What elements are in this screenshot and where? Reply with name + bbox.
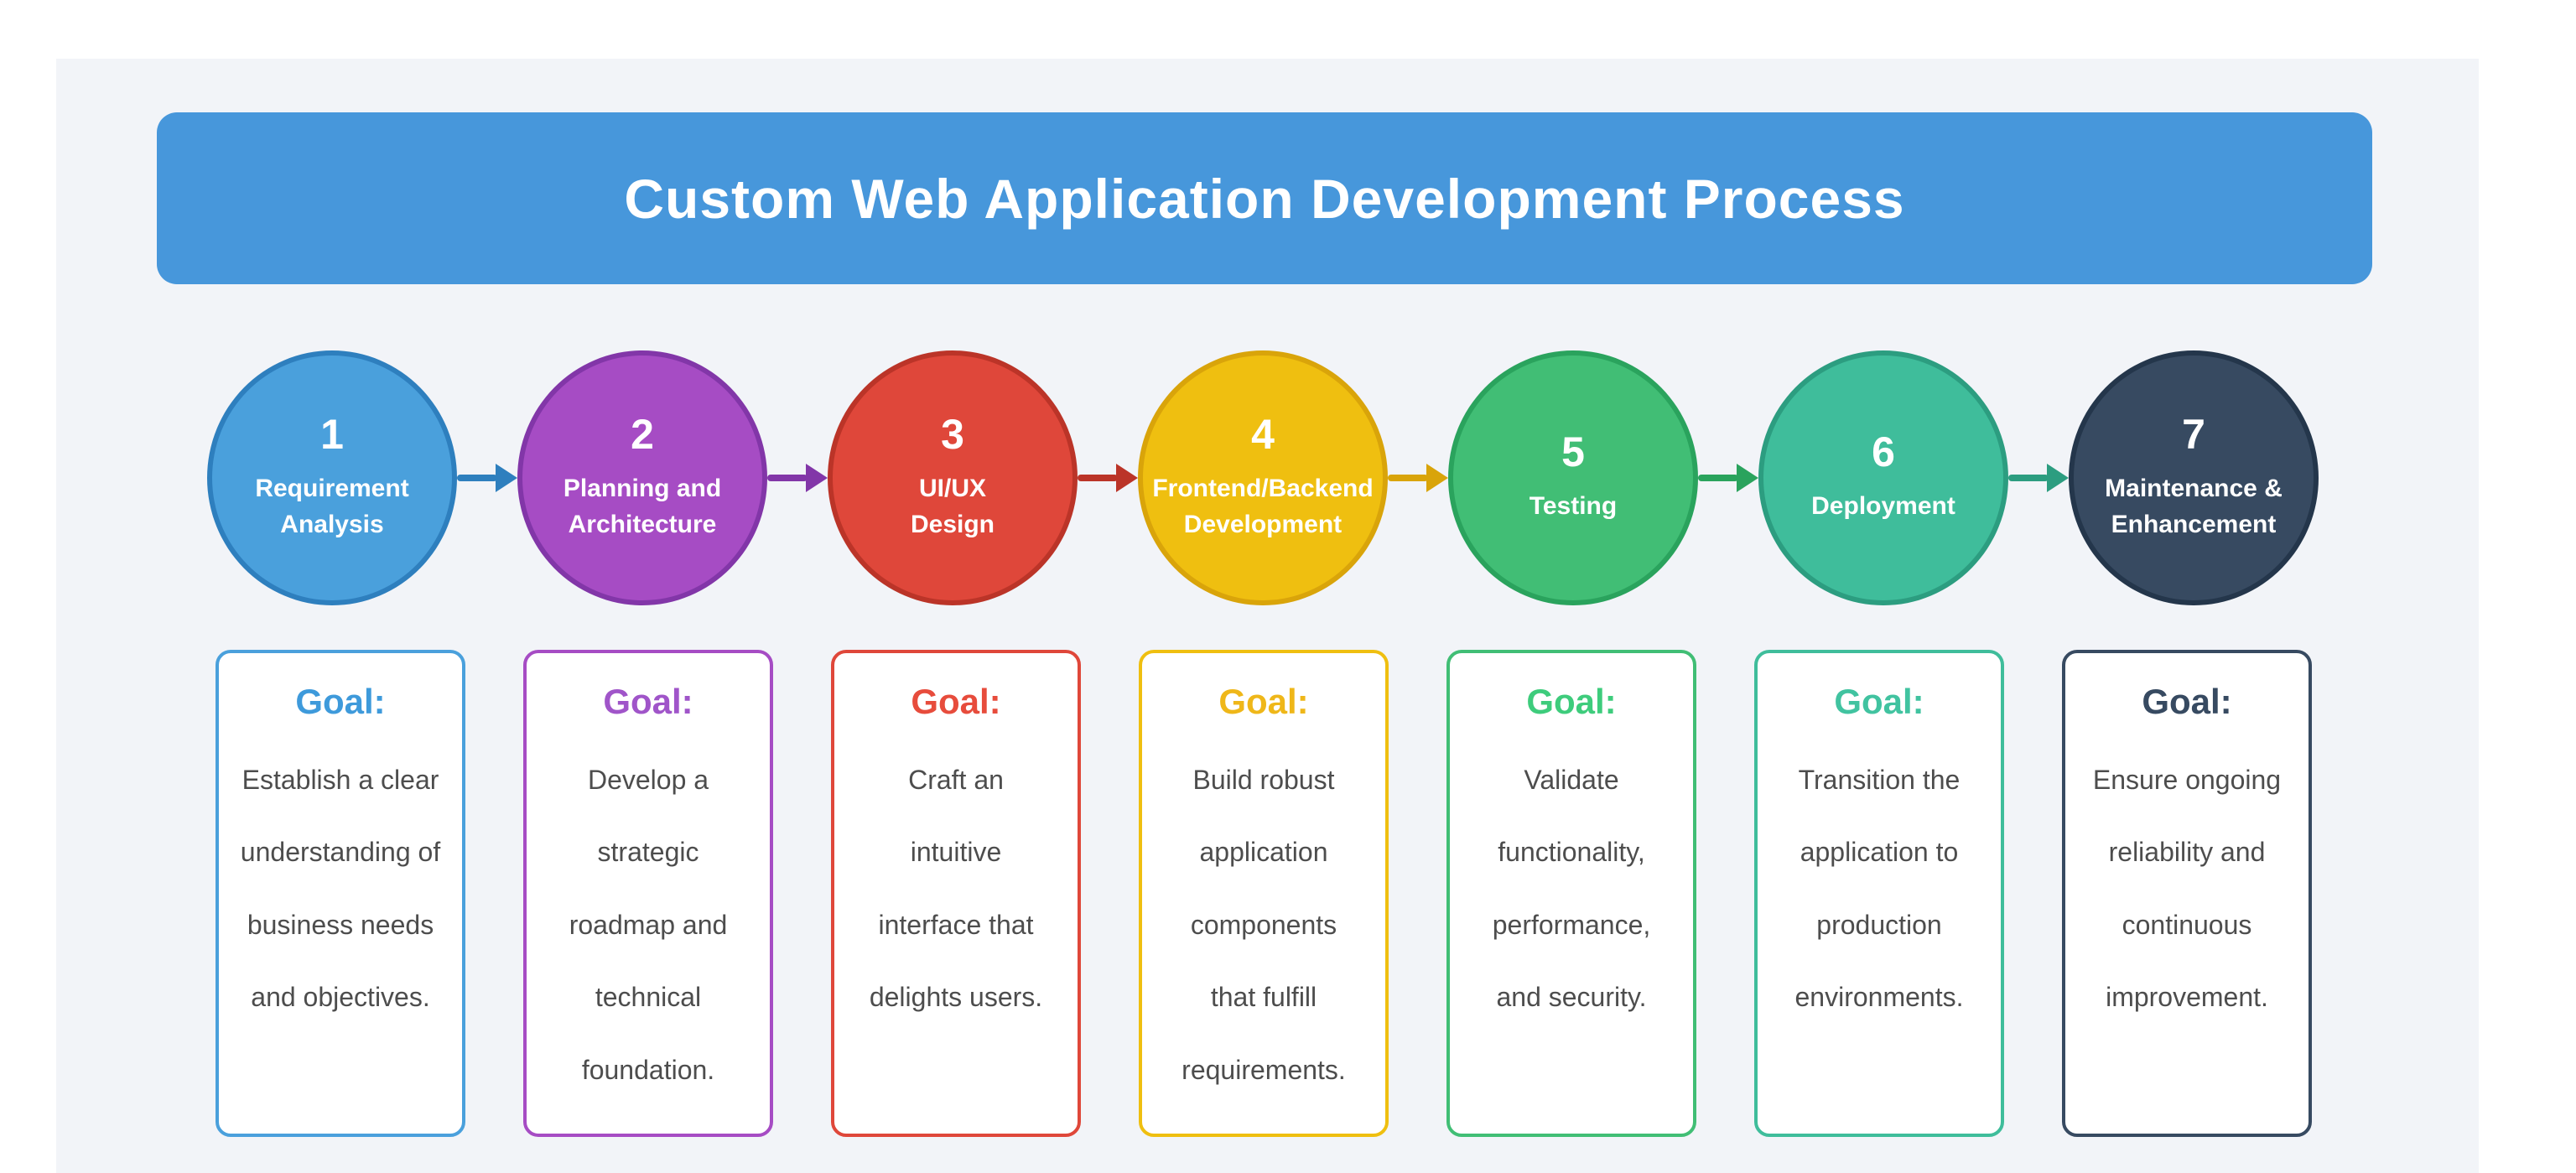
goal-card-3: Goal: Craft an intuitive interface that d… — [831, 650, 1081, 1137]
step-number: 2 — [631, 410, 654, 458]
arrow-right-icon — [457, 464, 517, 492]
goal-text: Develop a strategic roadmap and technica… — [569, 765, 728, 1085]
step-label: Testing — [1529, 492, 1618, 521]
goal-text: Validate functionality, performance, and… — [1492, 765, 1651, 1013]
goal-text: Establish a clear understanding of busin… — [240, 765, 441, 1013]
step-label: Deployment — [1811, 492, 1955, 521]
goal-card-2: Goal: Develop a strategic roadmap and tec… — [523, 650, 773, 1137]
arrow-right-icon — [767, 464, 828, 492]
goal-heading: Goal: — [2142, 682, 2232, 721]
step-label: Planning and Architecture — [563, 474, 722, 539]
goal-card-4: Goal: Build robust application components… — [1139, 650, 1389, 1137]
goal-text: Craft an intuitive interface that deligh… — [869, 765, 1043, 1013]
step-number: 4 — [1251, 410, 1275, 458]
goal-heading: Goal: — [1526, 682, 1617, 721]
goal-heading: Goal: — [603, 682, 693, 721]
goal-cards-row: Goal: Establish a clear understanding of … — [216, 650, 2312, 1137]
step-label: UI/UX Design — [910, 474, 995, 539]
step-label: Maintenance & Enhancement — [2105, 474, 2283, 539]
goal-card-1: Goal: Establish a clear understanding of … — [216, 650, 465, 1137]
step-number: 5 — [1561, 428, 1585, 476]
goal-card-7: Goal: Ensure ongoing reliability and cont… — [2062, 650, 2312, 1137]
step-number: 3 — [941, 410, 964, 458]
arrow-right-icon — [1078, 464, 1138, 492]
arrow-right-icon — [1388, 464, 1448, 492]
step-number: 7 — [2182, 410, 2205, 458]
goal-text: Ensure ongoing reliability and continuou… — [2092, 765, 2282, 1013]
step-number: 1 — [320, 410, 344, 458]
goal-text: Transition the application to production… — [1794, 765, 1964, 1013]
step-label: Requirement Analysis — [255, 474, 409, 539]
title-banner: Custom Web Application Development Proce… — [157, 112, 2372, 284]
goal-card-6: Goal: Transition the application to produ… — [1754, 650, 2004, 1137]
diagram-panel: Custom Web Application Development Proce… — [56, 59, 2479, 1173]
arrow-right-icon — [2008, 464, 2069, 492]
goal-heading: Goal: — [1834, 682, 1924, 721]
page-title: Custom Web Application Development Proce… — [624, 167, 1905, 230]
arrow-right-icon — [1698, 464, 1758, 492]
step-label: Frontend/Backend Development — [1152, 474, 1374, 539]
goal-card-5: Goal: Validate functionality, performance… — [1446, 650, 1696, 1137]
step-number: 6 — [1872, 428, 1895, 476]
goal-heading: Goal: — [1218, 682, 1309, 721]
goal-text: Build robust application components that… — [1182, 765, 1346, 1085]
goal-heading: Goal: — [295, 682, 386, 721]
goal-heading: Goal: — [911, 682, 1001, 721]
